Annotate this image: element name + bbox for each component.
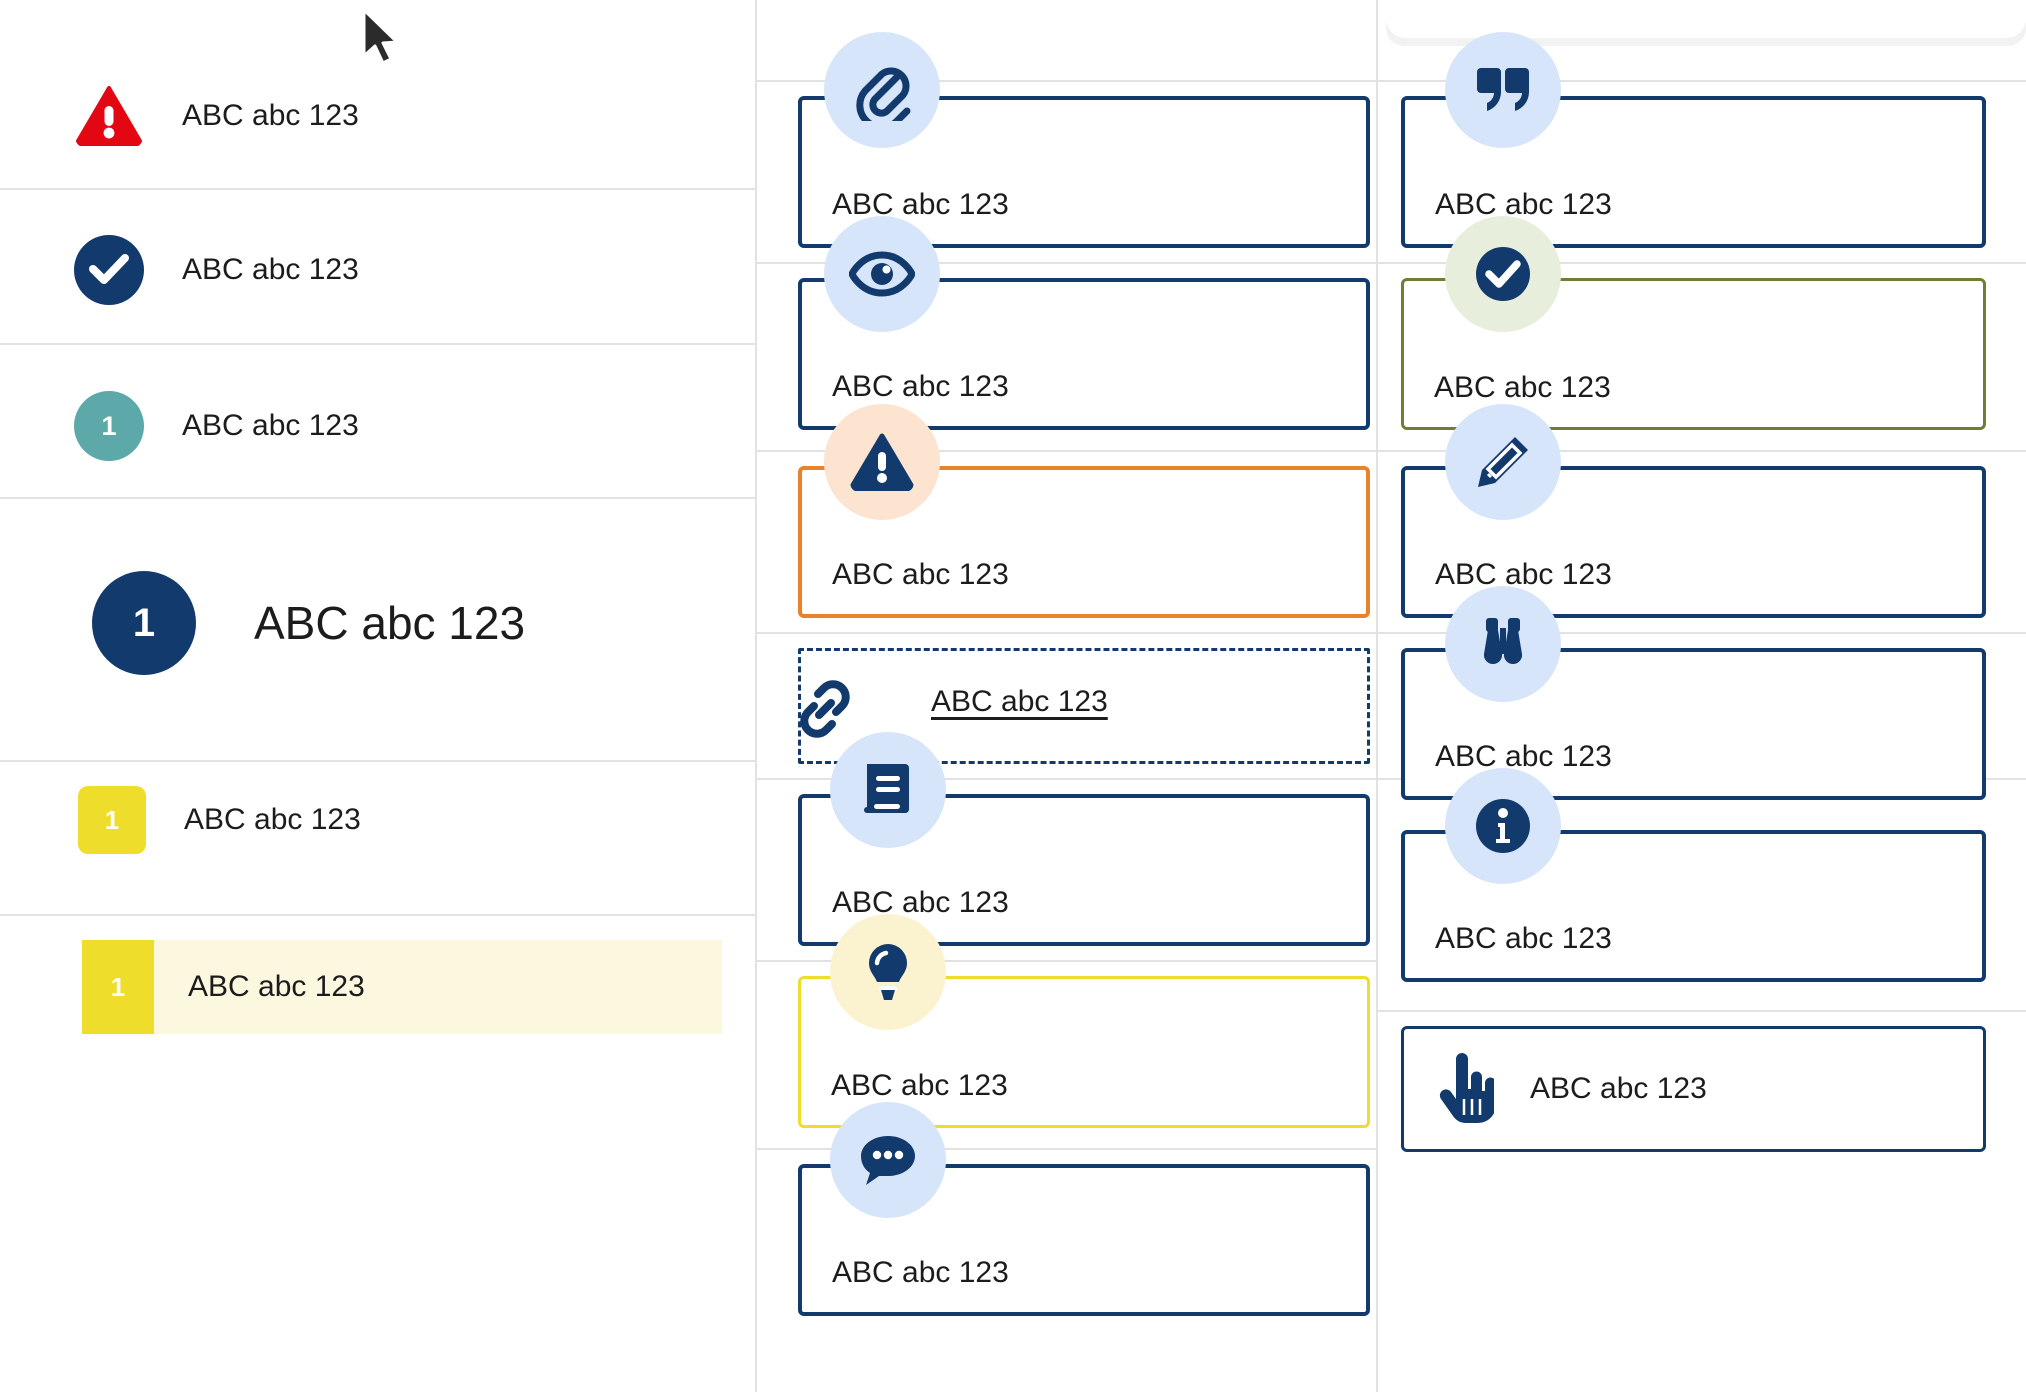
tip-card-label: ABC abc 123 [831,1069,1008,1102]
separator-5 [0,914,756,916]
warning-card-label: ABC abc 123 [832,558,1009,591]
sidebar-item-teal-number[interactable]: 1 ABC abc 123 [0,388,756,464]
right-separator-3 [1377,450,2026,452]
separator-3 [0,497,756,499]
quotation-marks-icon [1445,32,1561,148]
check-circle-icon [74,235,144,305]
top-panel-surface [1386,0,2026,38]
pencil-icon [1445,404,1561,520]
completed-card-label: ABC abc 123 [1434,371,1611,404]
middle-separator-5 [756,778,1376,780]
separator-2 [0,343,756,345]
number-badge-icon: 1 [74,391,144,461]
comment-card-label: ABC abc 123 [832,1256,1009,1289]
right-separator-6 [1377,1010,2026,1012]
info-circle-icon [1445,768,1561,884]
number-badge-icon: 1 [92,571,196,675]
edit-card-label: ABC abc 123 [1435,558,1612,591]
warning-triangle-icon [824,404,940,520]
middle-separator-1 [756,80,1376,82]
attachment-card-label: ABC abc 123 [832,188,1009,221]
sidebar-item-yellow-number[interactable]: 1 ABC abc 123 [0,782,756,858]
column-divider [755,0,757,1392]
binoculars-icon [1445,586,1561,702]
book-icon [830,732,946,848]
middle-separator-4 [756,632,1376,634]
pointing-hand-icon [1436,1053,1496,1125]
check-circle-icon [1445,216,1561,332]
right-separator-4 [1377,632,2026,634]
separator-4 [0,760,756,762]
mouse-pointer-icon [360,8,404,68]
sidebar-item-alert[interactable]: ABC abc 123 [0,78,756,154]
sidebar-item-success[interactable]: ABC abc 123 [0,232,756,308]
middle-separator-3 [756,450,1376,452]
right-separator-2 [1377,262,2026,264]
left-column: ABC abc 123 ABC abc 123 1 ABC abc 123 1 … [0,0,756,1392]
sidebar-item-label: ABC abc 123 [182,409,359,442]
sidebar-item-label: ABC abc 123 [182,99,359,132]
paperclip-icon [824,32,940,148]
column-divider-2 [1376,0,1378,1392]
separator-1 [0,188,756,190]
action-card-label: ABC abc 123 [1530,1072,1707,1105]
link-card-label[interactable]: ABC abc 123 [931,685,1108,718]
sidebar-item-label: ABC abc 123 [188,970,365,1003]
observe-card-label: ABC abc 123 [1435,740,1612,773]
lightbulb-icon [830,914,946,1030]
middle-separator-7 [756,1148,1376,1150]
number-badge-icon: 1 [82,940,154,1034]
info-card-label: ABC abc 123 [1435,922,1612,955]
warning-triangle-icon [72,79,146,153]
sidebar-item-highlighted[interactable]: 1 ABC abc 123 [82,940,722,1034]
sidebar-item-large-number[interactable]: 1 ABC abc 123 [0,560,756,686]
action-card[interactable]: ABC abc 123 [1401,1026,1986,1152]
chat-bubble-icon [830,1102,946,1218]
sidebar-item-label: ABC abc 123 [182,253,359,286]
reading-card-label: ABC abc 123 [832,886,1009,919]
sidebar-item-label: ABC abc 123 [254,597,526,649]
number-badge-icon: 1 [78,786,146,854]
chain-link-icon [792,676,858,742]
quote-card-label: ABC abc 123 [1435,188,1612,221]
middle-column: ABC abc 123 ABC abc 123 ABC abc 123 ABC … [756,0,1376,1392]
sidebar-item-label: ABC abc 123 [184,803,361,836]
visibility-card-label: ABC abc 123 [832,370,1009,403]
middle-separator-2 [756,262,1376,264]
right-column: ABC abc 123 ABC abc 123 ABC abc 123 ABC … [1377,0,2026,1392]
middle-separator-6 [756,960,1376,962]
right-separator-1 [1377,80,2026,82]
eye-icon [824,216,940,332]
